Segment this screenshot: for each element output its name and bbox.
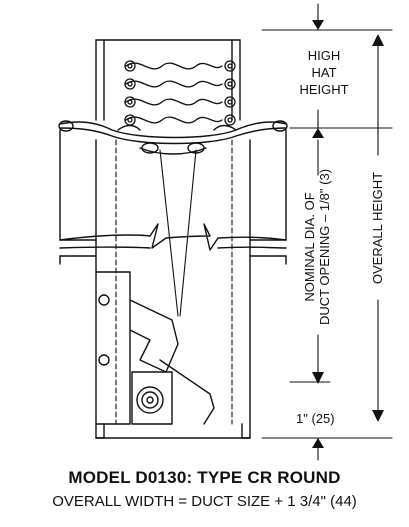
collar [58,120,288,155]
overall-width-note: OVERALL WIDTH = DUCT SIZE + 1 3/4" (44) [52,493,357,510]
dimension-lines [261,3,393,461]
blade [95,271,215,425]
break-lines [59,223,287,251]
bottom-frame [95,423,251,439]
bottom-dimension-label: 1" (25) [296,411,335,426]
high-hat-line1: HIGH [307,48,341,63]
nominal-line2: DUCT OPENING – 1/8" (3) [317,168,332,326]
high-hat-frame [95,39,241,121]
model-title: MODEL D0130: TYPE CR ROUND [68,468,341,487]
nominal-line1: NOMINAL DIA. OF [302,192,317,302]
overall-height-text: OVERALL HEIGHT [370,171,385,285]
link-wire [159,149,197,317]
duct-body [59,129,287,425]
springs [124,60,236,126]
high-hat-line3: HEIGHT [299,82,349,97]
nominal-dia-label: NOMINAL DIA. OF DUCT OPENING – 1/8" (3) [302,167,334,327]
arrowheads [312,20,384,448]
high-hat-line2: HAT [311,65,337,80]
high-hat-label: HIGH HAT HEIGHT [288,47,360,98]
hidden-lines [115,139,233,425]
overall-height-label: OVERALL HEIGHT [370,168,386,288]
latch [131,371,173,425]
